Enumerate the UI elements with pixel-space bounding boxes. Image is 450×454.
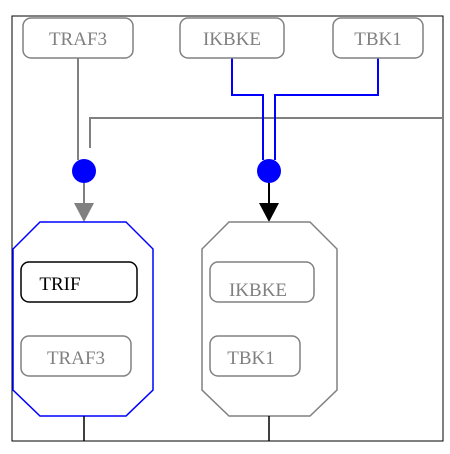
node-ikbke-top[interactable]: IKBKE [179, 17, 285, 59]
right-complex[interactable] [201, 221, 338, 417]
node-tbk1-complex-label: TBK1 [227, 348, 275, 369]
right-arrowhead [259, 203, 279, 222]
right-junction-dot [257, 159, 281, 183]
node-trif-label: TRIF [39, 274, 80, 295]
node-ikbke-complex-label: IKBKE [229, 280, 287, 301]
node-traf3-top-label: TRAF3 [49, 29, 107, 50]
node-tbk1-top-label: TBK1 [354, 29, 402, 50]
gray-connector-line [89, 117, 443, 148]
node-traf3-complex[interactable]: TRAF3 [20, 335, 132, 377]
node-tbk1-complex[interactable]: TBK1 [209, 335, 301, 377]
ikbke-blue-line [231, 57, 264, 160]
node-tbk1-top[interactable]: TBK1 [332, 17, 424, 59]
diagram-frame [11, 15, 444, 442]
left-junction-dot [72, 159, 96, 183]
node-trif[interactable]: TRIF [20, 261, 138, 303]
left-arrowhead [74, 203, 94, 222]
node-ikbke-complex[interactable]: IKBKE [209, 261, 315, 303]
tbk1-blue-line [274, 57, 379, 160]
node-traf3-top[interactable]: TRAF3 [22, 17, 134, 59]
node-traf3-complex-label: TRAF3 [47, 348, 105, 369]
left-complex[interactable] [12, 221, 154, 417]
node-ikbke-top-label: IKBKE [203, 29, 261, 50]
